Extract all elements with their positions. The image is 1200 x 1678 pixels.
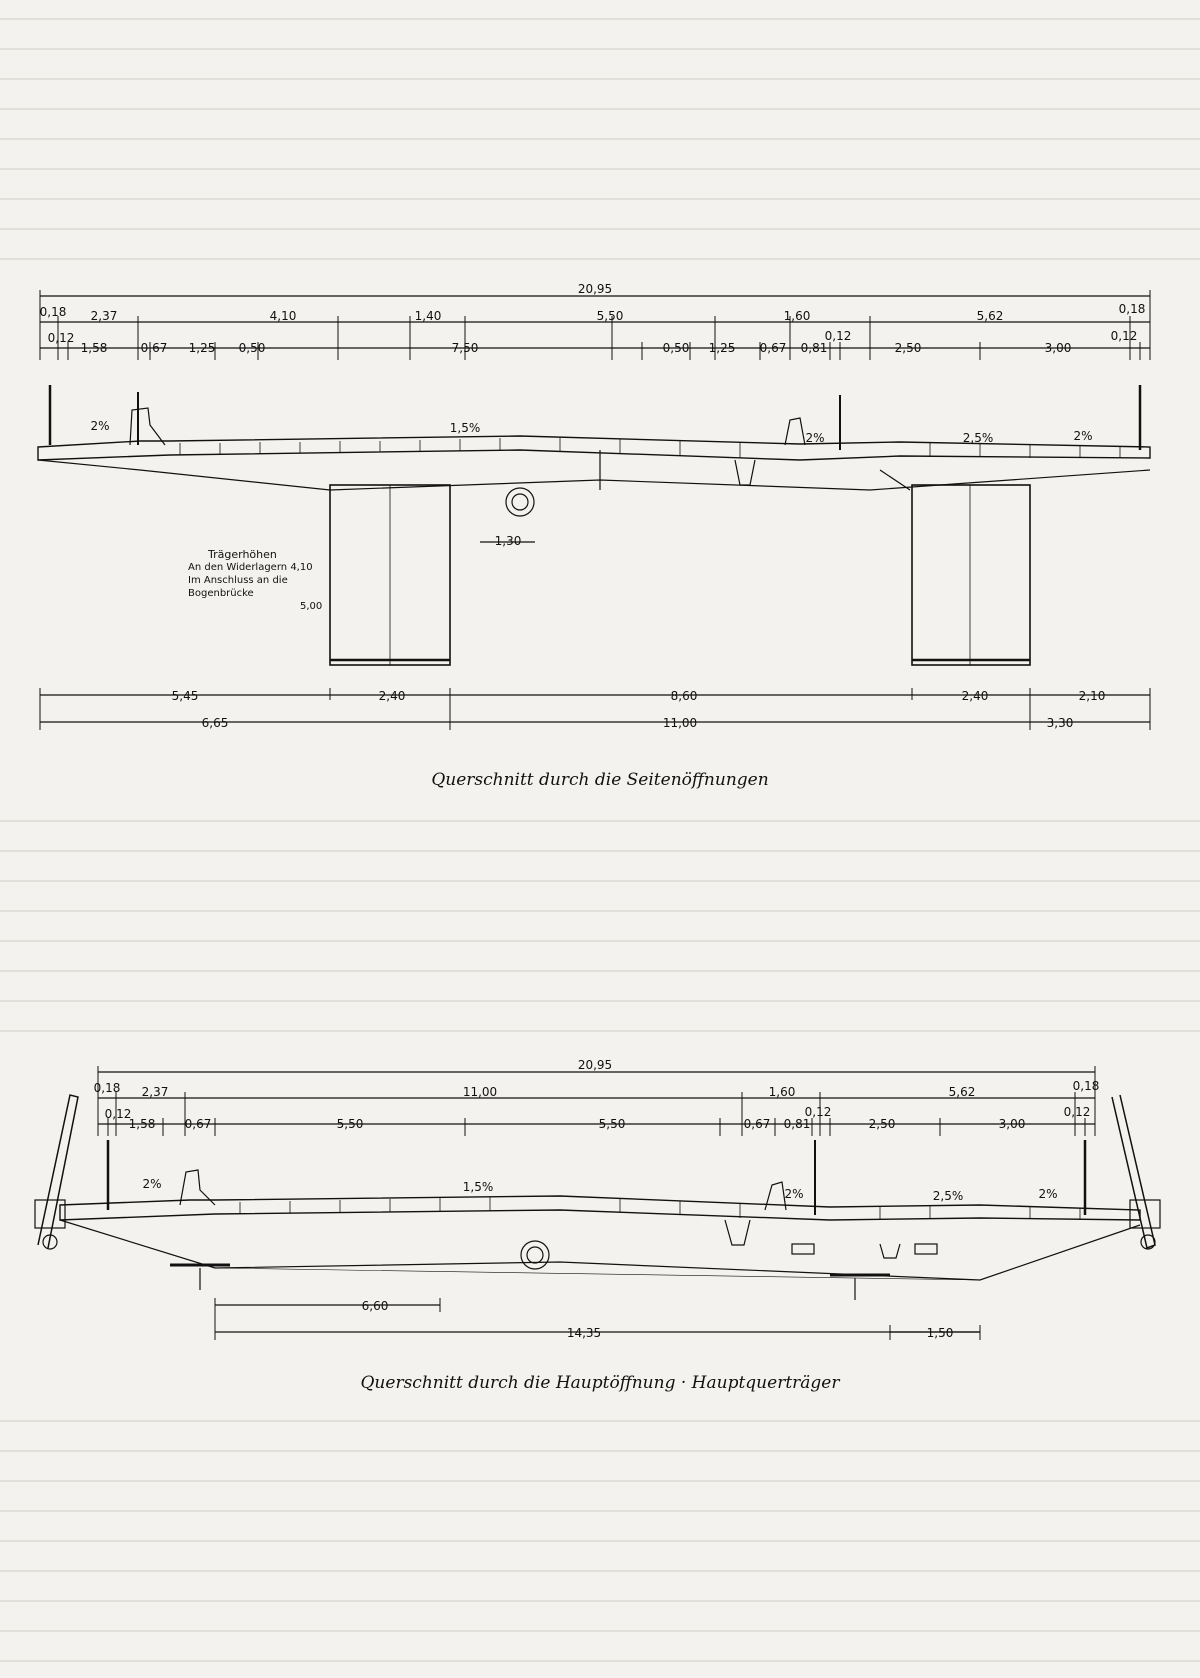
bottom-row1-dim: 0,18 bbox=[1073, 1079, 1100, 1093]
bottom-overall-dim: 20,95 bbox=[578, 1058, 612, 1072]
bottom-slope-label: 2% bbox=[1038, 1187, 1057, 1201]
bottom-row2-dim: 5,50 bbox=[337, 1117, 364, 1131]
bottom-row2-dim: 2,50 bbox=[869, 1117, 896, 1131]
top-section-caption: Querschnitt durch die Seitenöffnungen bbox=[431, 770, 769, 790]
note-val1: 4,10 bbox=[290, 562, 313, 573]
top-row1-dim: 1,40 bbox=[415, 309, 442, 323]
bottom-slope-label: 1,5% bbox=[463, 1180, 494, 1194]
bottom-row2-dim: 3,00 bbox=[999, 1117, 1026, 1131]
bottom-dim-c: 1,50 bbox=[927, 1326, 954, 1340]
top-row1-dim: 5,50 bbox=[597, 309, 624, 323]
bottom-section-caption: Querschnitt durch die Hauptöffnung · Hau… bbox=[360, 1373, 840, 1393]
top-row1-dim: 4,10 bbox=[270, 309, 297, 323]
bottom-row2-dim: 0,12 bbox=[105, 1107, 132, 1121]
top-row2-dim: 1,25 bbox=[189, 341, 216, 355]
bottom-row2-dim: 0,12 bbox=[1064, 1105, 1091, 1119]
top-overall-dim: 20,95 bbox=[578, 282, 612, 296]
top-row2-dim: 1,25 bbox=[709, 341, 736, 355]
bottom-slope-label: 2,5% bbox=[933, 1189, 964, 1203]
top-row2-dim: 0,67 bbox=[760, 341, 787, 355]
top-row2-dim: 0,81 bbox=[801, 341, 828, 355]
top-bottom-dim: 2,40 bbox=[379, 689, 406, 703]
top-row2-dim: 1,58 bbox=[81, 341, 108, 355]
top-web-dim: 1,30 bbox=[495, 534, 522, 548]
bottom-row1-dim: 11,00 bbox=[463, 1085, 497, 1099]
top-row2-dim: 3,00 bbox=[1045, 341, 1072, 355]
bottom-row2-dim: 0,67 bbox=[185, 1117, 212, 1131]
bottom-slope-label: 2% bbox=[142, 1177, 161, 1191]
top-row2-dim: 0,50 bbox=[663, 341, 690, 355]
top-bottom-dim: 2,10 bbox=[1079, 689, 1106, 703]
top-bottom-dim: 11,00 bbox=[663, 716, 697, 730]
top-row1-dim: 5,62 bbox=[977, 309, 1004, 323]
note-line3: Bogenbrücke bbox=[188, 588, 254, 599]
top-row2-dim: 2,50 bbox=[895, 341, 922, 355]
bottom-row1-dim: 2,37 bbox=[142, 1085, 169, 1099]
bottom-row2-dim: 0,67 bbox=[744, 1117, 771, 1131]
top-row2-dim: 0,12 bbox=[825, 329, 852, 343]
top-bottom-dim: 8,60 bbox=[671, 689, 698, 703]
top-row1-dim: 2,37 bbox=[91, 309, 118, 323]
note-line1: An den Widerlagern bbox=[188, 562, 288, 573]
top-dimension-labels: 20,95 0,18 2,37 4,10 1,40 5,50 1,60 5,62… bbox=[40, 282, 1146, 730]
top-cross-section bbox=[37, 290, 1151, 730]
top-row2-dim: 0,12 bbox=[48, 331, 75, 345]
top-row1-dim: 0,18 bbox=[40, 305, 67, 319]
top-slope-label: 1,5% bbox=[450, 421, 481, 435]
top-row1-dim: 0,18 bbox=[1119, 302, 1146, 316]
bottom-row2-dim: 1,58 bbox=[129, 1117, 156, 1131]
top-slope-label: 2,5% bbox=[963, 431, 994, 445]
bottom-row2-dim: 0,12 bbox=[805, 1105, 832, 1119]
bottom-row1-dim: 1,60 bbox=[769, 1085, 796, 1099]
bottom-row1-dim: 0,18 bbox=[94, 1081, 121, 1095]
note-line2: Im Anschluss an die bbox=[188, 575, 288, 586]
bottom-dim-b: 14,35 bbox=[567, 1326, 601, 1340]
top-bottom-dim: 2,40 bbox=[962, 689, 989, 703]
note-title: Trägerhöhen bbox=[208, 548, 277, 561]
bottom-cross-section bbox=[34, 1066, 1161, 1340]
note-val2: 5,00 bbox=[300, 601, 323, 612]
bottom-dimension-labels: 20,95 0,18 2,37 11,00 1,60 5,62 0,18 0,1… bbox=[94, 1058, 1100, 1340]
top-slope-label: 2% bbox=[90, 419, 109, 433]
top-bottom-dim: 6,65 bbox=[202, 716, 229, 730]
top-row2-dim: 7,50 bbox=[452, 341, 479, 355]
top-slope-label: 2% bbox=[805, 431, 824, 445]
top-row2-dim: 0,67 bbox=[141, 341, 168, 355]
top-row1-dim: 1,60 bbox=[784, 309, 811, 323]
bottom-row1-dim: 5,62 bbox=[949, 1085, 976, 1099]
top-row2-dim: 0,12 bbox=[1111, 329, 1138, 343]
top-bottom-dim: 3,30 bbox=[1047, 716, 1074, 730]
top-row2-dim: 0,50 bbox=[239, 341, 266, 355]
top-slope-label: 2% bbox=[1073, 429, 1092, 443]
top-bottom-dim: 5,45 bbox=[172, 689, 199, 703]
bottom-dim-a: 6,60 bbox=[362, 1299, 389, 1313]
bottom-row2-dim: 0,81 bbox=[784, 1117, 811, 1131]
bottom-slope-label: 2% bbox=[784, 1187, 803, 1201]
girder-height-note: Trägerhöhen An den Widerlagern 4,10 Im A… bbox=[188, 548, 338, 613]
bottom-row2-dim: 5,50 bbox=[599, 1117, 626, 1131]
